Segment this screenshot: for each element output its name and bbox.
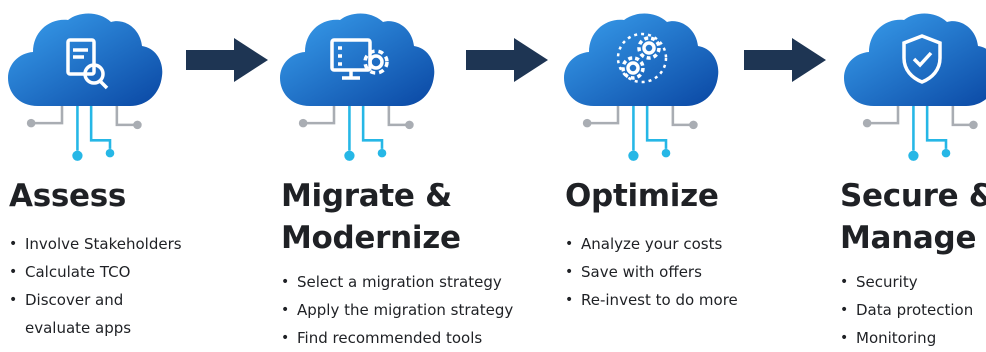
- list-item: Calculate TCO: [9, 258, 209, 286]
- list-item: Discover and evaluate apps: [9, 286, 155, 342]
- list-item: Re-invest to do more: [565, 286, 795, 314]
- list-item: Analyze your costs: [565, 230, 795, 258]
- stage-bullets: Select a migration strategy Apply the mi…: [281, 268, 541, 352]
- stage-title-line-2: Modernize: [281, 220, 461, 256]
- cloud-graphic: [8, 13, 163, 163]
- stage-title-line-2: Manage: [840, 220, 977, 256]
- stage-bullets: Security Data protection Monitoring: [840, 268, 986, 348]
- list-item: Data protection: [840, 296, 986, 324]
- list-item: Security: [840, 268, 986, 296]
- list-item: Save with offers: [565, 258, 795, 286]
- stage-optimize: Optimize Analyze your costs Save with of…: [556, 0, 806, 348]
- monitor-gear-icon: [330, 38, 389, 80]
- gears-icon: [616, 32, 668, 84]
- stage-title-line-1: Migrate &: [281, 178, 452, 214]
- list-item: Monitoring: [840, 324, 986, 348]
- cloud-graphic: [280, 13, 435, 163]
- cloud-graphic: [564, 13, 719, 163]
- shield-check-icon: [902, 34, 942, 84]
- list-item: Select a migration strategy: [281, 268, 541, 296]
- stage-title: Optimize: [565, 178, 719, 214]
- arrow-right-icon: [186, 38, 268, 82]
- stage-assess: Assess Involve Stakeholders Calculate TC…: [0, 0, 220, 348]
- cloud-graphic: [844, 13, 986, 163]
- stage-migrate-modernize: Migrate & Modernize Select a migration s…: [272, 0, 542, 352]
- list-item: Find recommended tools: [281, 324, 541, 352]
- stage-bullets: Involve Stakeholders Calculate TCO Disco…: [9, 230, 209, 342]
- list-item: Apply the migration strategy: [281, 296, 541, 324]
- arrow-right-icon: [744, 38, 826, 82]
- document-search-icon: [66, 38, 109, 90]
- stage-title-line-1: Secure &: [840, 178, 986, 214]
- arrow-right-icon: [466, 38, 548, 82]
- stage-secure-manage: Secure & Manage Security Data protection…: [836, 0, 986, 348]
- stage-title: Assess: [9, 178, 127, 214]
- list-item: Involve Stakeholders: [9, 230, 209, 258]
- stage-bullets: Analyze your costs Save with offers Re-i…: [565, 230, 795, 314]
